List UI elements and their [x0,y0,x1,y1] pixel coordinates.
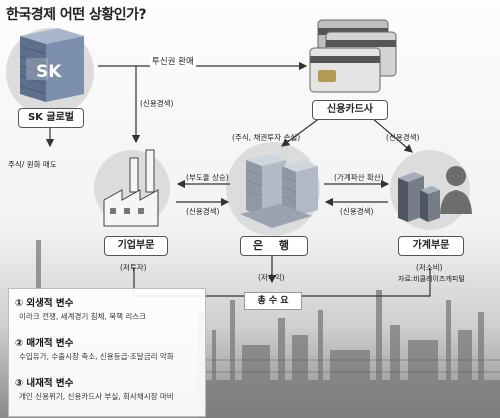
legend-body-3: 개인 신용위기, 신용카드사 부실, 회사채시장 마비 [19,392,174,401]
diagram-title: 한국경제 어떤 상황인가? [6,7,147,23]
bank-building-icon [240,154,318,228]
legend-head-1: ① 외생적 변수 [15,298,74,309]
label-low-consumption: (저소비) [416,263,443,272]
sk-logo: SK [36,62,62,82]
label-credit-tight-corp: (신용경색) [140,99,174,108]
arrow-card-to-bank [281,117,321,147]
label-trust-redemption: 투신권 환매 [150,55,196,67]
node-corporate: 기업부문 [104,236,168,256]
label-credit-tight-house: (신용경색) [386,133,420,142]
variables-legend: ① 외생적 변수 이라크 전쟁, 세계경기 침체, 북핵 리스크 ② 매개적 변… [8,288,206,417]
legend-head-2: ② 매개적 변수 [15,338,74,349]
label-stock-loss: (주식, 채권투자 손실) [232,133,301,142]
label-credit-tight-bank-corp: (신용경색) [186,207,220,216]
node-bank: 은 행 [240,236,308,256]
label-household-bankruptcy: (가계파산 확산) [334,173,384,182]
label-bad-debt: (부도율 상승) [186,173,229,182]
sk-building-icon [19,28,84,102]
node-credit-card: 신용카드사 [312,100,388,120]
credit-cards-icon [309,19,397,93]
node-total-demand: 총 수 요 [244,292,302,310]
label-low-investment: (저투자) [120,263,147,272]
legend-body-1: 이라크 전쟁, 세계경기 침체, 북핵 리스크 [19,312,147,321]
connector-house-to-demand [278,268,431,297]
node-sk-global: SK 글로벌 [18,108,84,128]
label-stock-sale: 주식/ 원화 매도 [8,160,57,169]
household-icon [398,166,472,222]
factory-icon [103,149,159,227]
legend-head-3: ③ 내재적 변수 [15,378,74,389]
node-household: 가계부문 [398,236,464,256]
label-credit-tight-bank-house: (신용경색) [340,207,374,216]
label-low-profit: (저수익) [258,273,285,282]
arrow-card-to-house [371,117,413,153]
legend-body-2: 수입유가, 수출시장 축소, 신용등급·조달금리 악화 [19,352,174,361]
source-note: 자료:비클레이즈캐피털 [398,275,465,283]
